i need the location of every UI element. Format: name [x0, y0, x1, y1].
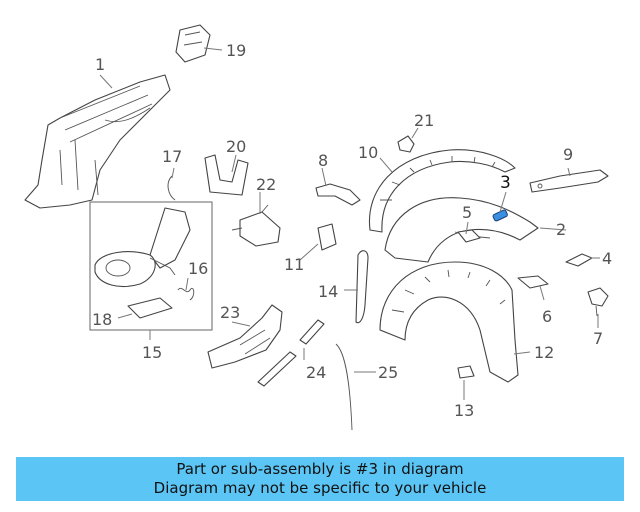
part-5-bracket — [457, 229, 481, 243]
banner-line-1: Part or sub-assembly is #3 in diagram — [176, 460, 464, 478]
banner-line-2: Diagram may not be specific to your vehi… — [153, 479, 487, 497]
part-16-spring — [177, 287, 195, 301]
part-13-clip — [457, 365, 475, 379]
callout-5: 5 — [462, 203, 472, 222]
callout-3-highlighted: 3 — [500, 173, 511, 193]
callout-17: 17 — [162, 147, 182, 166]
leader-lines — [99, 47, 600, 400]
part-14-strip — [355, 250, 369, 324]
callout-25: 25 — [378, 363, 398, 382]
part-8-bracket — [315, 183, 361, 206]
part-7-plug — [587, 287, 609, 317]
part-15-fuel-door — [94, 207, 191, 288]
callout-12: 12 — [534, 343, 554, 362]
part-22-actuator — [231, 204, 281, 247]
callout-19: 19 — [226, 41, 246, 60]
callout-20: 20 — [226, 137, 246, 156]
part-20-bracket — [204, 154, 249, 196]
parts-diagram: 1 19 20 17 22 8 10 21 9 3 5 2 11 4 14 16… — [24, 24, 612, 431]
info-banner: Part or sub-assembly is #3 in diagram Di… — [16, 457, 624, 501]
callout-2: 2 — [556, 220, 566, 239]
callout-1: 1 — [95, 55, 105, 74]
callout-15: 15 — [142, 343, 162, 362]
part-4-clip — [565, 253, 593, 267]
part-3-fastener-highlighted — [492, 209, 508, 222]
part-24-strips — [257, 319, 325, 387]
callout-18: 18 — [92, 310, 112, 329]
callout-11: 11 — [284, 255, 304, 274]
part-21-fastener — [397, 135, 415, 153]
callout-14: 14 — [318, 282, 338, 301]
callout-8: 8 — [318, 151, 328, 170]
part-15-group-box — [89, 201, 213, 331]
callout-21: 21 — [414, 111, 434, 130]
callout-16: 16 — [188, 259, 208, 278]
callout-13: 13 — [454, 401, 474, 420]
part-18-housing — [127, 297, 173, 319]
callout-4: 4 — [602, 249, 612, 268]
part-23-trim-panel — [207, 304, 283, 369]
part-17-clip — [167, 175, 176, 201]
callout-7: 7 — [593, 329, 603, 348]
callout-23: 23 — [220, 303, 240, 322]
part-1-side-panel — [24, 74, 171, 209]
callout-6: 6 — [542, 307, 552, 326]
part-9-bracket — [529, 169, 609, 193]
part-11-pad — [317, 223, 337, 251]
part-10-arch-trim — [368, 149, 516, 233]
part-25-seal — [335, 343, 353, 431]
callout-22: 22 — [256, 175, 276, 194]
part-19-bracket — [175, 24, 211, 63]
callout-24: 24 — [306, 363, 326, 382]
part-6-strip — [517, 275, 549, 289]
callout-9: 9 — [563, 145, 573, 164]
part-12-wheel-liner — [379, 261, 519, 383]
callout-10: 10 — [358, 143, 378, 162]
